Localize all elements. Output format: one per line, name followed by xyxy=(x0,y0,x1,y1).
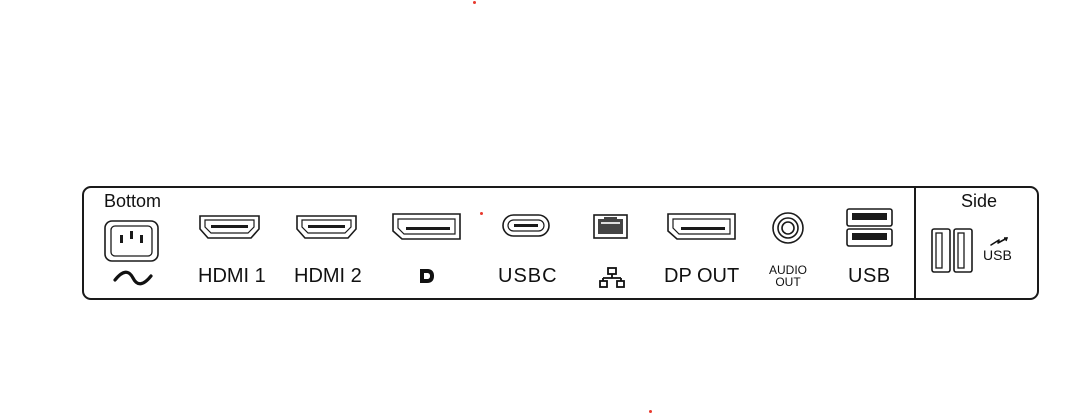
side-usb-label: USB xyxy=(983,247,1012,263)
displayport-out-port xyxy=(667,213,736,240)
marker-dot xyxy=(480,212,483,215)
port-panel xyxy=(82,186,1039,300)
audio-out-label: AUDIO OUT xyxy=(766,264,810,288)
marker-dot xyxy=(473,1,476,4)
usb-fast-charge-icon xyxy=(990,237,1008,246)
hdmi2-port xyxy=(296,215,357,239)
side-section-title: Side xyxy=(961,191,998,211)
audio-label-line1: AUDIO xyxy=(768,263,807,277)
usb-label: USB xyxy=(848,265,891,287)
usbc-label: USBC xyxy=(498,265,558,287)
usbc-port xyxy=(502,214,550,237)
audio-out-port xyxy=(772,212,804,244)
lan-port xyxy=(593,214,628,239)
section-divider xyxy=(914,186,916,300)
ac-power-port xyxy=(104,220,159,262)
network-icon xyxy=(599,267,625,288)
ac-power-icon xyxy=(113,270,153,286)
displayport-port xyxy=(392,213,461,240)
hdmi2-label: HDMI 2 xyxy=(294,265,362,287)
hdmi1-port xyxy=(199,215,260,239)
dpout-label: DP OUT xyxy=(664,265,740,287)
bottom-section-title: Bottom xyxy=(104,191,162,211)
side-usb-ports xyxy=(931,228,973,273)
hdmi1-label: HDMI 1 xyxy=(198,265,266,287)
audio-label-line2: OUT xyxy=(775,275,801,289)
marker-dot xyxy=(649,410,652,413)
displayport-logo-icon xyxy=(420,269,434,283)
usb-port-stack xyxy=(846,208,893,247)
